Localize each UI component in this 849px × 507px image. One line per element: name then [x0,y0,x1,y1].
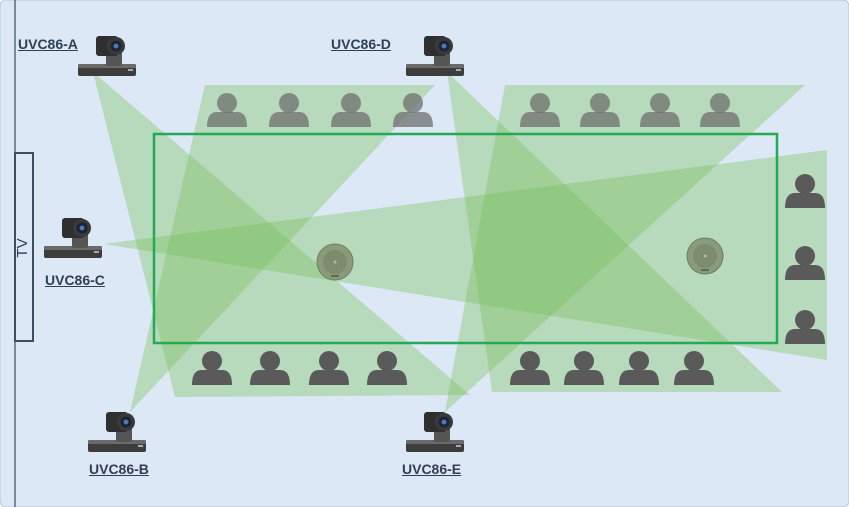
camera-label-a: UVC86-A [18,36,78,52]
conference-table [152,132,779,345]
camera-coverage-areas [93,72,827,412]
camera-label-d: UVC86-D [331,36,391,52]
tv-label: TV [14,238,31,258]
coverage-area-camera-d [447,72,782,392]
microphone-icon [686,237,724,275]
camera-label-c: UVC86-C [45,272,105,288]
camera-label-e: UVC86-E [402,461,462,477]
coverage-area-camera-a [93,72,470,397]
coverage-area-camera-e [445,85,805,412]
microphone-icon [316,243,354,281]
tv-screen [14,152,34,342]
camera-label-b: UVC86-B [89,461,149,477]
coverage-area-camera-b [130,85,435,412]
coverage-area-camera-c [104,150,827,360]
